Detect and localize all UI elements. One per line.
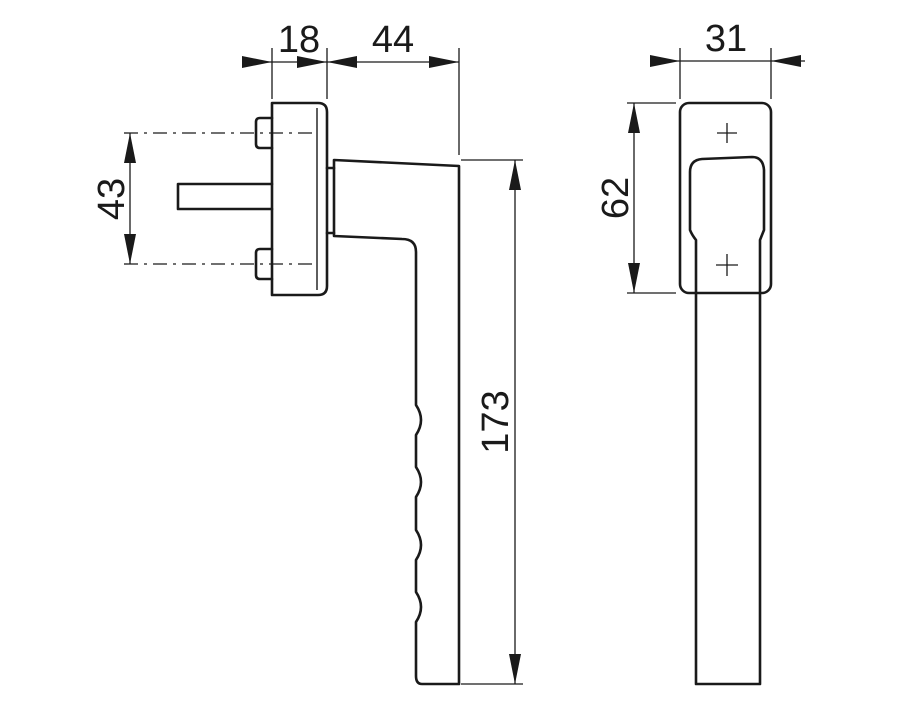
dim-screw-spacing: 43 <box>91 178 133 220</box>
dimension-lines: 18 44 43 173 31 62 <box>91 18 805 685</box>
lower-screw-head <box>254 247 274 281</box>
front-view <box>678 101 773 686</box>
dim-rosette-width: 31 <box>705 18 747 60</box>
dim-rosette-height: 62 <box>595 177 637 219</box>
dim-handle-length: 173 <box>475 390 517 453</box>
handle-lever-front <box>688 155 766 686</box>
dim-mount-depth: 18 <box>278 19 320 61</box>
dim-handle-offset: 44 <box>372 19 414 61</box>
side-view <box>176 101 461 686</box>
lower-screw-cross <box>716 254 738 276</box>
rosette-plate-side <box>270 101 329 297</box>
square-spindle <box>176 182 274 211</box>
upper-screw-head <box>254 116 274 150</box>
upper-screw-cross <box>717 123 737 143</box>
handle-lever-side <box>332 158 461 686</box>
rosette-front <box>678 101 773 295</box>
